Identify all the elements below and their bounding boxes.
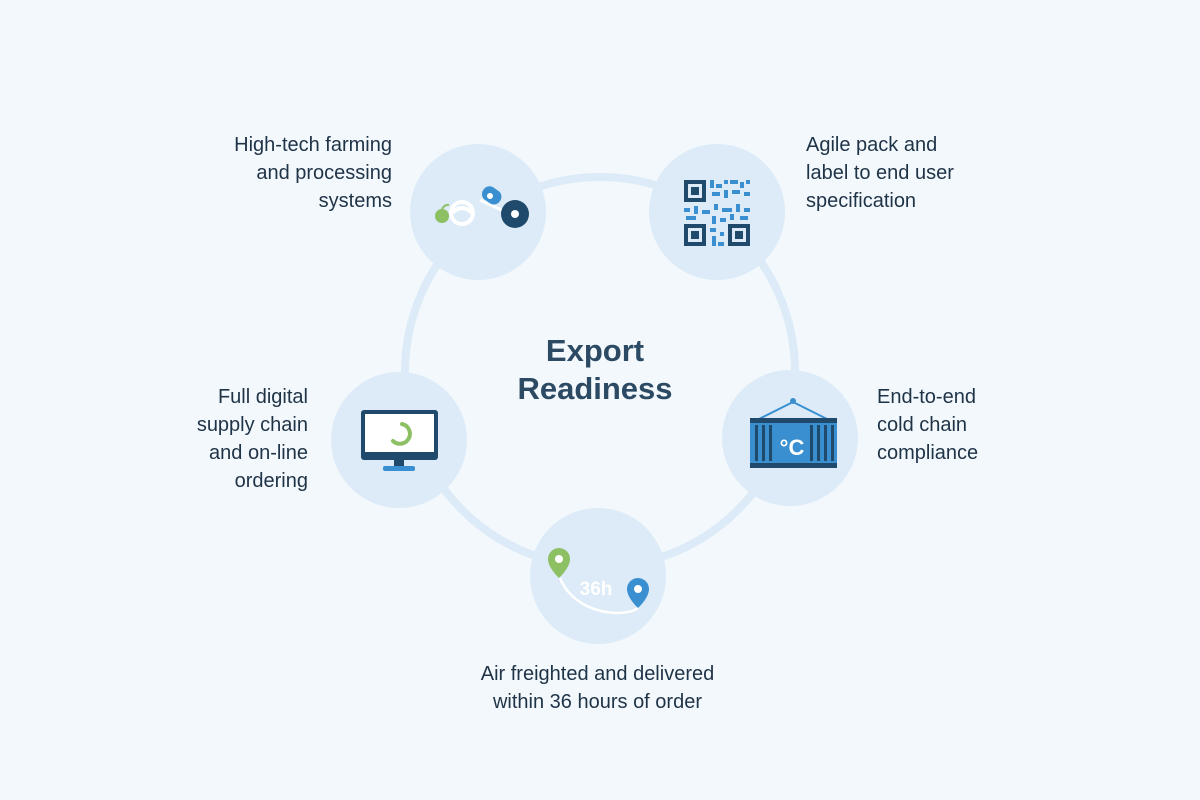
label-line: Agile pack and — [806, 134, 938, 156]
node-air-freight: 36h — [530, 508, 666, 644]
title-line: Readiness — [517, 371, 673, 406]
diagram-title: Export Readiness — [450, 332, 740, 408]
node-circle — [530, 508, 666, 644]
label-line: High-tech farming — [234, 134, 392, 156]
label-packaging: Agile pack and label to end user specifi… — [806, 131, 1036, 215]
computer-monitor-icon — [361, 410, 438, 471]
node-cold-chain: °C — [722, 370, 858, 506]
label-line: specification — [806, 190, 917, 212]
node-circle — [410, 144, 546, 280]
farming-robot-icon — [435, 186, 529, 228]
route-pins-icon: 36h — [548, 548, 649, 615]
label-air-freight: Air freighted and delivered within 36 ho… — [420, 660, 775, 716]
label-farming: High-tech farming and processing systems — [170, 131, 392, 215]
label-line: systems — [318, 190, 392, 212]
label-line: and processing — [256, 162, 392, 184]
node-packaging — [649, 144, 785, 280]
node-digital — [331, 372, 467, 508]
label-line: End-to-end — [877, 386, 976, 408]
label-line: cold chain — [877, 414, 968, 436]
label-line: supply chain — [196, 414, 308, 436]
label-line: Full digital — [217, 386, 308, 408]
label-line: ordering — [234, 470, 308, 492]
qr-code-icon — [684, 180, 750, 246]
label-line: within 36 hours of order — [492, 691, 702, 713]
route-time-label: 36h — [580, 579, 613, 600]
label-line: Air freighted and delivered — [480, 663, 715, 685]
label-digital: Full digital supply chain and on-line or… — [130, 383, 308, 495]
label-line: and on-line — [209, 442, 308, 464]
title-line: Export — [545, 333, 645, 368]
cold-container-icon: °C — [750, 398, 837, 468]
node-farming — [410, 144, 546, 280]
label-line: compliance — [877, 442, 979, 464]
node-circle — [649, 144, 785, 280]
container-unit-label: °C — [780, 435, 805, 460]
label-line: label to end user — [806, 162, 954, 184]
label-cold-chain: End-to-end cold chain compliance — [877, 383, 1077, 467]
